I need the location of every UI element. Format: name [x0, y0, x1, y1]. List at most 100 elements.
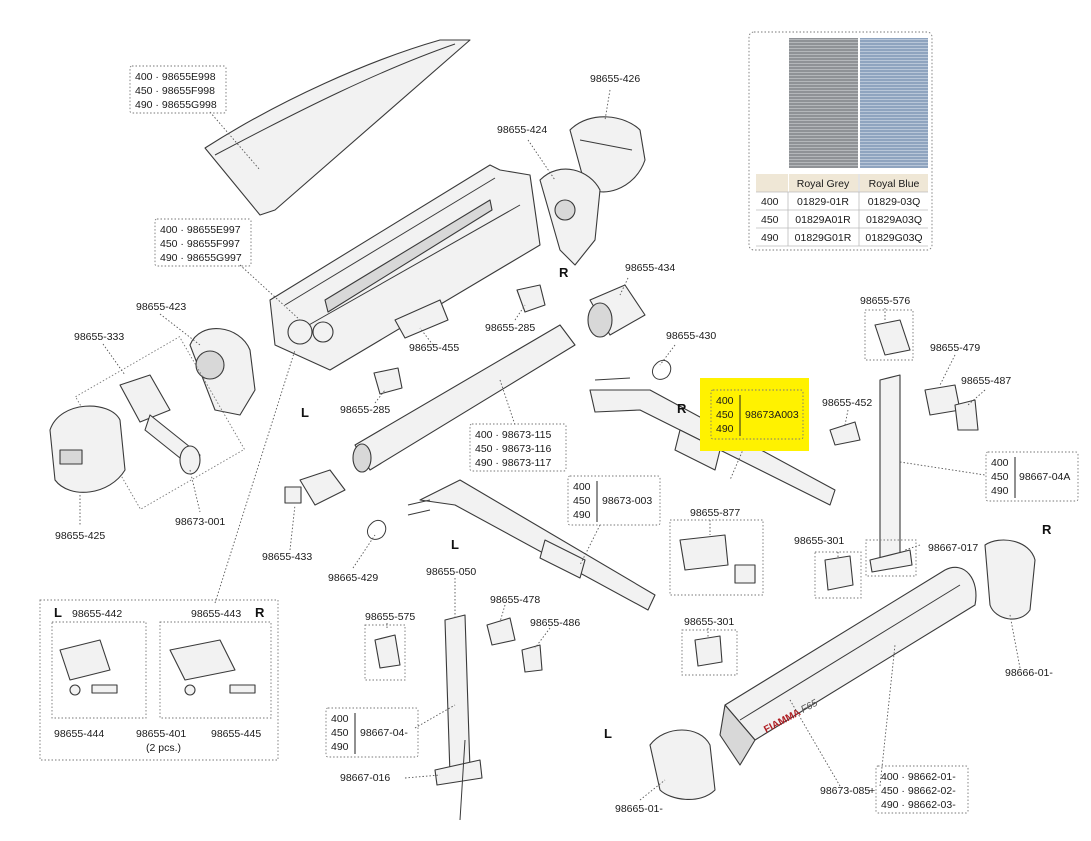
- part-label-478: 98655-478: [490, 594, 540, 606]
- table-cell: 490: [761, 232, 779, 244]
- svg-text:490 · 98655G998: 490 · 98655G998: [135, 99, 217, 111]
- side-label-left: L: [451, 537, 459, 552]
- top-cover-drawing: [204, 39, 471, 216]
- front-case-drawing: FIAMMA F65: [719, 566, 977, 766]
- svg-text:490: 490: [331, 741, 349, 753]
- clip-285-drawing: [516, 284, 546, 313]
- svg-text:98673A003: 98673A003: [745, 409, 799, 421]
- part-label-016: 98667-016: [340, 772, 390, 784]
- svg-text:450 · 98655F997: 450 · 98655F997: [160, 238, 240, 250]
- svg-text:450 · 98673-116: 450 · 98673-116: [475, 443, 551, 455]
- svg-text:450: 450: [716, 409, 734, 421]
- end-cap-665-drawing: [649, 729, 716, 801]
- bracket-478-drawing: [486, 617, 516, 646]
- part-label-445: 98655-445: [211, 728, 261, 740]
- part-label-452: 98655-452: [822, 397, 872, 409]
- part-label-479: 98655-479: [930, 342, 980, 354]
- leader-lines: [79, 89, 1021, 801]
- knob-452-drawing: [829, 421, 861, 446]
- part-label-443: 98655-443: [191, 608, 241, 620]
- pin-487-drawing: [954, 399, 979, 431]
- side-plate-423-drawing: [189, 328, 256, 416]
- part-label-333: 98655-333: [74, 331, 124, 343]
- part-label-017: 98667-017: [928, 542, 978, 554]
- left-leg-drawing: [434, 614, 483, 821]
- svg-text:98673-003: 98673-003: [602, 495, 652, 507]
- part-label-444: 98655-444: [54, 728, 104, 740]
- table-cell: 01829A03Q: [866, 214, 922, 226]
- bracket-479-drawing: [924, 384, 961, 416]
- part-label-442: 98655-442: [72, 608, 122, 620]
- spring-430-drawing: [652, 359, 672, 380]
- part-label-455: 98655-455: [409, 342, 459, 354]
- part-label-425: 98655-425: [55, 530, 105, 542]
- svg-text:490 · 98662-03-: 490 · 98662-03-: [881, 799, 956, 811]
- side-label-right: R: [1042, 522, 1052, 537]
- svg-text:450: 450: [991, 471, 1009, 483]
- bracket-877-drawing: [669, 519, 764, 596]
- left-arm-drawing: [407, 479, 656, 611]
- swatch-royal-grey: [789, 38, 858, 168]
- part-label-877: 98655-877: [690, 507, 740, 519]
- side-label-right: R: [677, 401, 687, 416]
- table-cell: 01829G01R: [795, 232, 852, 244]
- svg-text:450 · 98662-02-: 450 · 98662-02-: [881, 785, 956, 797]
- svg-text:450: 450: [573, 495, 591, 507]
- side-label-left: L: [54, 605, 62, 620]
- table-cell: 01829-01R: [797, 196, 849, 208]
- adapter-kit-right-drawing: [159, 621, 272, 719]
- size-group-case: 400 · 98662-01- 450 · 98662-02- 490 · 98…: [881, 771, 956, 811]
- part-label-401-qty: (2 pcs.): [146, 742, 181, 754]
- svg-text:450 · 98655F998: 450 · 98655F998: [135, 85, 215, 97]
- svg-text:400 · 98655E998: 400 · 98655E998: [135, 71, 216, 83]
- bracket-group-leg-left: 400 450 490 98667-04-: [331, 713, 408, 754]
- plus-marker: +: [869, 785, 875, 797]
- part-label-486: 98655-486: [530, 617, 580, 629]
- left-kit-333-drawing: [74, 336, 246, 510]
- support-455-drawing: [394, 299, 449, 339]
- part-label-050: 98655-050: [426, 566, 476, 578]
- svg-text:400 · 98655E997: 400 · 98655E997: [160, 224, 241, 236]
- part-label-426: 98655-426: [590, 73, 640, 85]
- svg-text:98667-04A: 98667-04A: [1019, 471, 1070, 483]
- svg-text:400: 400: [991, 457, 1009, 469]
- part-label-430: 98655-430: [666, 330, 716, 342]
- side-label-left: L: [604, 726, 612, 741]
- table-cell: 450: [761, 214, 779, 226]
- part-label-576: 98655-576: [860, 295, 910, 307]
- table-cell: 01829G03Q: [865, 232, 922, 244]
- part-label-001: 98673-001: [175, 516, 225, 528]
- bracket-575-drawing: [364, 624, 406, 681]
- svg-text:490: 490: [991, 485, 1009, 497]
- part-label-085: 98673-085: [820, 785, 870, 797]
- end-cap-425-drawing: [49, 405, 126, 493]
- svg-text:98667-04-: 98667-04-: [360, 727, 408, 739]
- right-leg-drawing: [865, 374, 917, 577]
- table-cell: 01829A01R: [795, 214, 851, 226]
- part-label-575: 98655-575: [365, 611, 415, 623]
- svg-text:400: 400: [716, 395, 734, 407]
- svg-text:400 · 98662-01-: 400 · 98662-01-: [881, 771, 956, 783]
- svg-text:400 · 98673-115: 400 · 98673-115: [475, 429, 551, 441]
- table-cell: 01829-03Q: [868, 196, 921, 208]
- clip-285-drawing: [373, 367, 403, 395]
- bracket-486-drawing: [521, 644, 543, 673]
- spring-429-drawing: [367, 519, 387, 540]
- part-label-423: 98655-423: [136, 301, 186, 313]
- part-label-424: 98655-424: [497, 124, 547, 136]
- svg-text:490: 490: [573, 509, 591, 521]
- side-label-left: L: [301, 405, 309, 420]
- main-profile-drawing: [269, 164, 541, 371]
- size-group-cover-top: 400 · 98655E998 450 · 98655F998 490 · 98…: [135, 71, 217, 111]
- svg-text:400: 400: [573, 481, 591, 493]
- svg-text:490: 490: [716, 423, 734, 435]
- adapter-kit-left-drawing: [51, 621, 147, 719]
- bracket-301-drawing: [814, 551, 862, 599]
- fabric-table: Royal Grey Royal Blue 400 01829-01R 0182…: [748, 31, 933, 251]
- part-label-434: 98655-434: [625, 262, 675, 274]
- table-cell: 400: [761, 196, 779, 208]
- part-label-285: 98655-285: [340, 404, 390, 416]
- swatch-royal-blue: [860, 38, 928, 168]
